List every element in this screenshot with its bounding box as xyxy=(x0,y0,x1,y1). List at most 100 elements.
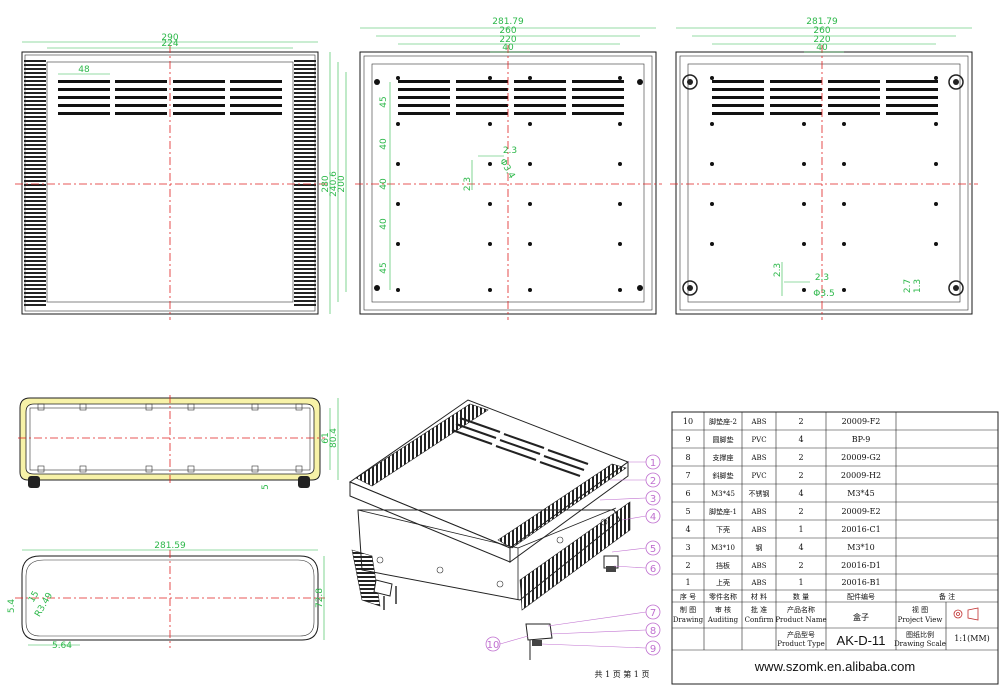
dim-w4: 40 xyxy=(816,43,828,53)
dim-slot-width: 48 xyxy=(78,65,90,75)
svg-text:挡板: 挡板 xyxy=(716,561,730,570)
svg-text:视 图: 视 图 xyxy=(912,605,928,614)
svg-text:4: 4 xyxy=(798,489,803,498)
dim-w2: 260 xyxy=(499,26,516,36)
table-header: 序 号 零件名称 材 料 数 量 配件编号 备 注 xyxy=(680,592,955,601)
svg-text:ABS: ABS xyxy=(751,508,767,516)
svg-text:制 图: 制 图 xyxy=(680,605,696,614)
dim-w1: 281.79 xyxy=(492,17,524,27)
callout-5: 5 xyxy=(650,544,656,555)
product-name: 盒子 xyxy=(853,612,869,622)
callout-7: 7 xyxy=(650,608,656,619)
dim-r2: 15 xyxy=(27,590,41,605)
callouts: 1 2 3 4 5 6 7 8 9 10 xyxy=(485,454,661,656)
svg-text:4: 4 xyxy=(685,525,690,534)
svg-text:斜脚垫: 斜脚垫 xyxy=(713,471,734,480)
dim-h1: 61 xyxy=(321,432,331,443)
svg-text:图纸比例: 图纸比例 xyxy=(906,630,934,639)
drawing-scale: 1:1(MM) xyxy=(954,634,990,643)
page-footer: 共 1 页 第 1 页 xyxy=(595,669,650,679)
callout-10: 10 xyxy=(487,640,500,651)
svg-text:零件名称: 零件名称 xyxy=(709,592,737,601)
feet-circles xyxy=(682,74,964,296)
dim-w1: 281.79 xyxy=(806,17,838,27)
svg-text:9: 9 xyxy=(685,435,690,444)
svg-text:2: 2 xyxy=(798,561,803,570)
parts-table xyxy=(671,411,999,685)
svg-text:ABS: ABS xyxy=(751,454,767,462)
dim-v3: 40 xyxy=(379,178,389,190)
dim-v1: 45 xyxy=(379,96,389,107)
mounting-holes xyxy=(710,76,938,292)
callout-6: 6 xyxy=(650,564,656,575)
svg-text:数 量: 数 量 xyxy=(793,592,809,601)
svg-text:配件编号: 配件编号 xyxy=(847,592,875,601)
svg-text:产品名称: 产品名称 xyxy=(787,605,815,614)
dim-b: 5.64 xyxy=(52,641,72,651)
vent-slots xyxy=(58,80,282,115)
dim-w3: 220 xyxy=(499,35,516,45)
table-row: 5 脚垫座-1 ABS 2 20009-E2 xyxy=(685,507,880,516)
svg-text:ABS: ABS xyxy=(751,579,767,587)
svg-text:2: 2 xyxy=(685,561,690,570)
svg-text:ABS: ABS xyxy=(751,562,767,570)
svg-text:BP-9: BP-9 xyxy=(852,435,871,444)
dim-d3: Φ3.4 xyxy=(497,157,516,181)
svg-text:8: 8 xyxy=(685,453,690,462)
dim-outer-width: 290 xyxy=(161,33,178,43)
parts-rows: 10 脚垫座-2 ABS 2 20009-F2 9 圆脚垫 PVC 4 BP-9… xyxy=(680,417,955,601)
dim-height-mid: 240.6 xyxy=(329,171,339,197)
svg-text:序 号: 序 号 xyxy=(680,592,696,601)
svg-text:20009-F2: 20009-F2 xyxy=(842,417,881,426)
dim-s1: 2.3 xyxy=(773,263,783,277)
svg-text:M3*45: M3*45 xyxy=(847,489,874,498)
svg-text:20009-H2: 20009-H2 xyxy=(841,471,881,480)
svg-text:材 料: 材 料 xyxy=(751,592,767,601)
table-row: 8 支撑座 ABS 2 20009-G2 xyxy=(685,453,880,462)
svg-text:脚垫座-2: 脚垫座-2 xyxy=(709,417,737,426)
table-row: 10 脚垫座-2 ABS 2 20009-F2 xyxy=(683,417,880,426)
callout-9: 9 xyxy=(650,644,656,655)
dim-s2: 2.3 xyxy=(815,273,829,283)
svg-text:Drawing Scale: Drawing Scale xyxy=(894,640,946,648)
svg-text:支撑座: 支撑座 xyxy=(713,453,734,462)
table-row: 6 M3*45 不锈钢 4 M3*45 xyxy=(685,489,874,498)
callout-1: 1 xyxy=(650,458,656,469)
svg-text:2: 2 xyxy=(798,507,803,516)
bottom-view-middle: 281.79 260 220 40 45 40 40 40 45 2.3 2.3… xyxy=(355,17,662,320)
table-row: 7 斜脚垫 PVC 2 20009-H2 xyxy=(685,471,881,480)
table-row: 1 上壳 ABS 1 20016-B1 xyxy=(685,578,880,587)
title-block: 制 图 Drawing 审 核 Auditing 批 准 Confirm 产品名… xyxy=(673,605,990,674)
svg-text:圆脚垫: 圆脚垫 xyxy=(713,435,734,444)
svg-text:Product Name: Product Name xyxy=(775,616,826,624)
section-view: 281.59 72.8 5.4 15 R3.49 5.64 xyxy=(7,541,325,651)
dim-height-outer: 280 xyxy=(321,175,331,192)
dim-w2: 260 xyxy=(813,26,830,36)
callout-3: 3 xyxy=(650,494,656,505)
dim-w4: 40 xyxy=(502,43,514,53)
svg-text:2: 2 xyxy=(798,453,803,462)
dim-v4: 40 xyxy=(379,218,389,230)
dim-s3: Φ3.5 xyxy=(813,289,834,299)
vent-slots xyxy=(398,80,624,115)
projection-symbol-icon xyxy=(953,607,979,621)
table-row: 3 M3*10 钢 4 M3*10 xyxy=(685,543,874,552)
svg-text:Auditing: Auditing xyxy=(707,616,739,624)
svg-text:20016-D1: 20016-D1 xyxy=(841,561,881,570)
dim-foot: 5 xyxy=(261,484,271,490)
dim-height-inner: 200 xyxy=(337,175,347,192)
svg-text:审 核: 审 核 xyxy=(715,605,731,614)
svg-text:2: 2 xyxy=(798,417,803,426)
isometric-exploded-view xyxy=(348,399,631,660)
svg-text:10: 10 xyxy=(683,417,693,426)
svg-text:1: 1 xyxy=(798,525,803,534)
svg-text:2: 2 xyxy=(798,471,803,480)
svg-text:M3*10: M3*10 xyxy=(711,544,735,552)
svg-text:上壳: 上壳 xyxy=(716,578,730,587)
svg-text:5: 5 xyxy=(685,507,690,516)
dim-s4: 2.7 xyxy=(903,279,913,293)
dim-s5: 1.3 xyxy=(913,279,923,293)
svg-text:M3*10: M3*10 xyxy=(847,543,874,552)
svg-text:不锈钢: 不锈钢 xyxy=(749,489,770,498)
